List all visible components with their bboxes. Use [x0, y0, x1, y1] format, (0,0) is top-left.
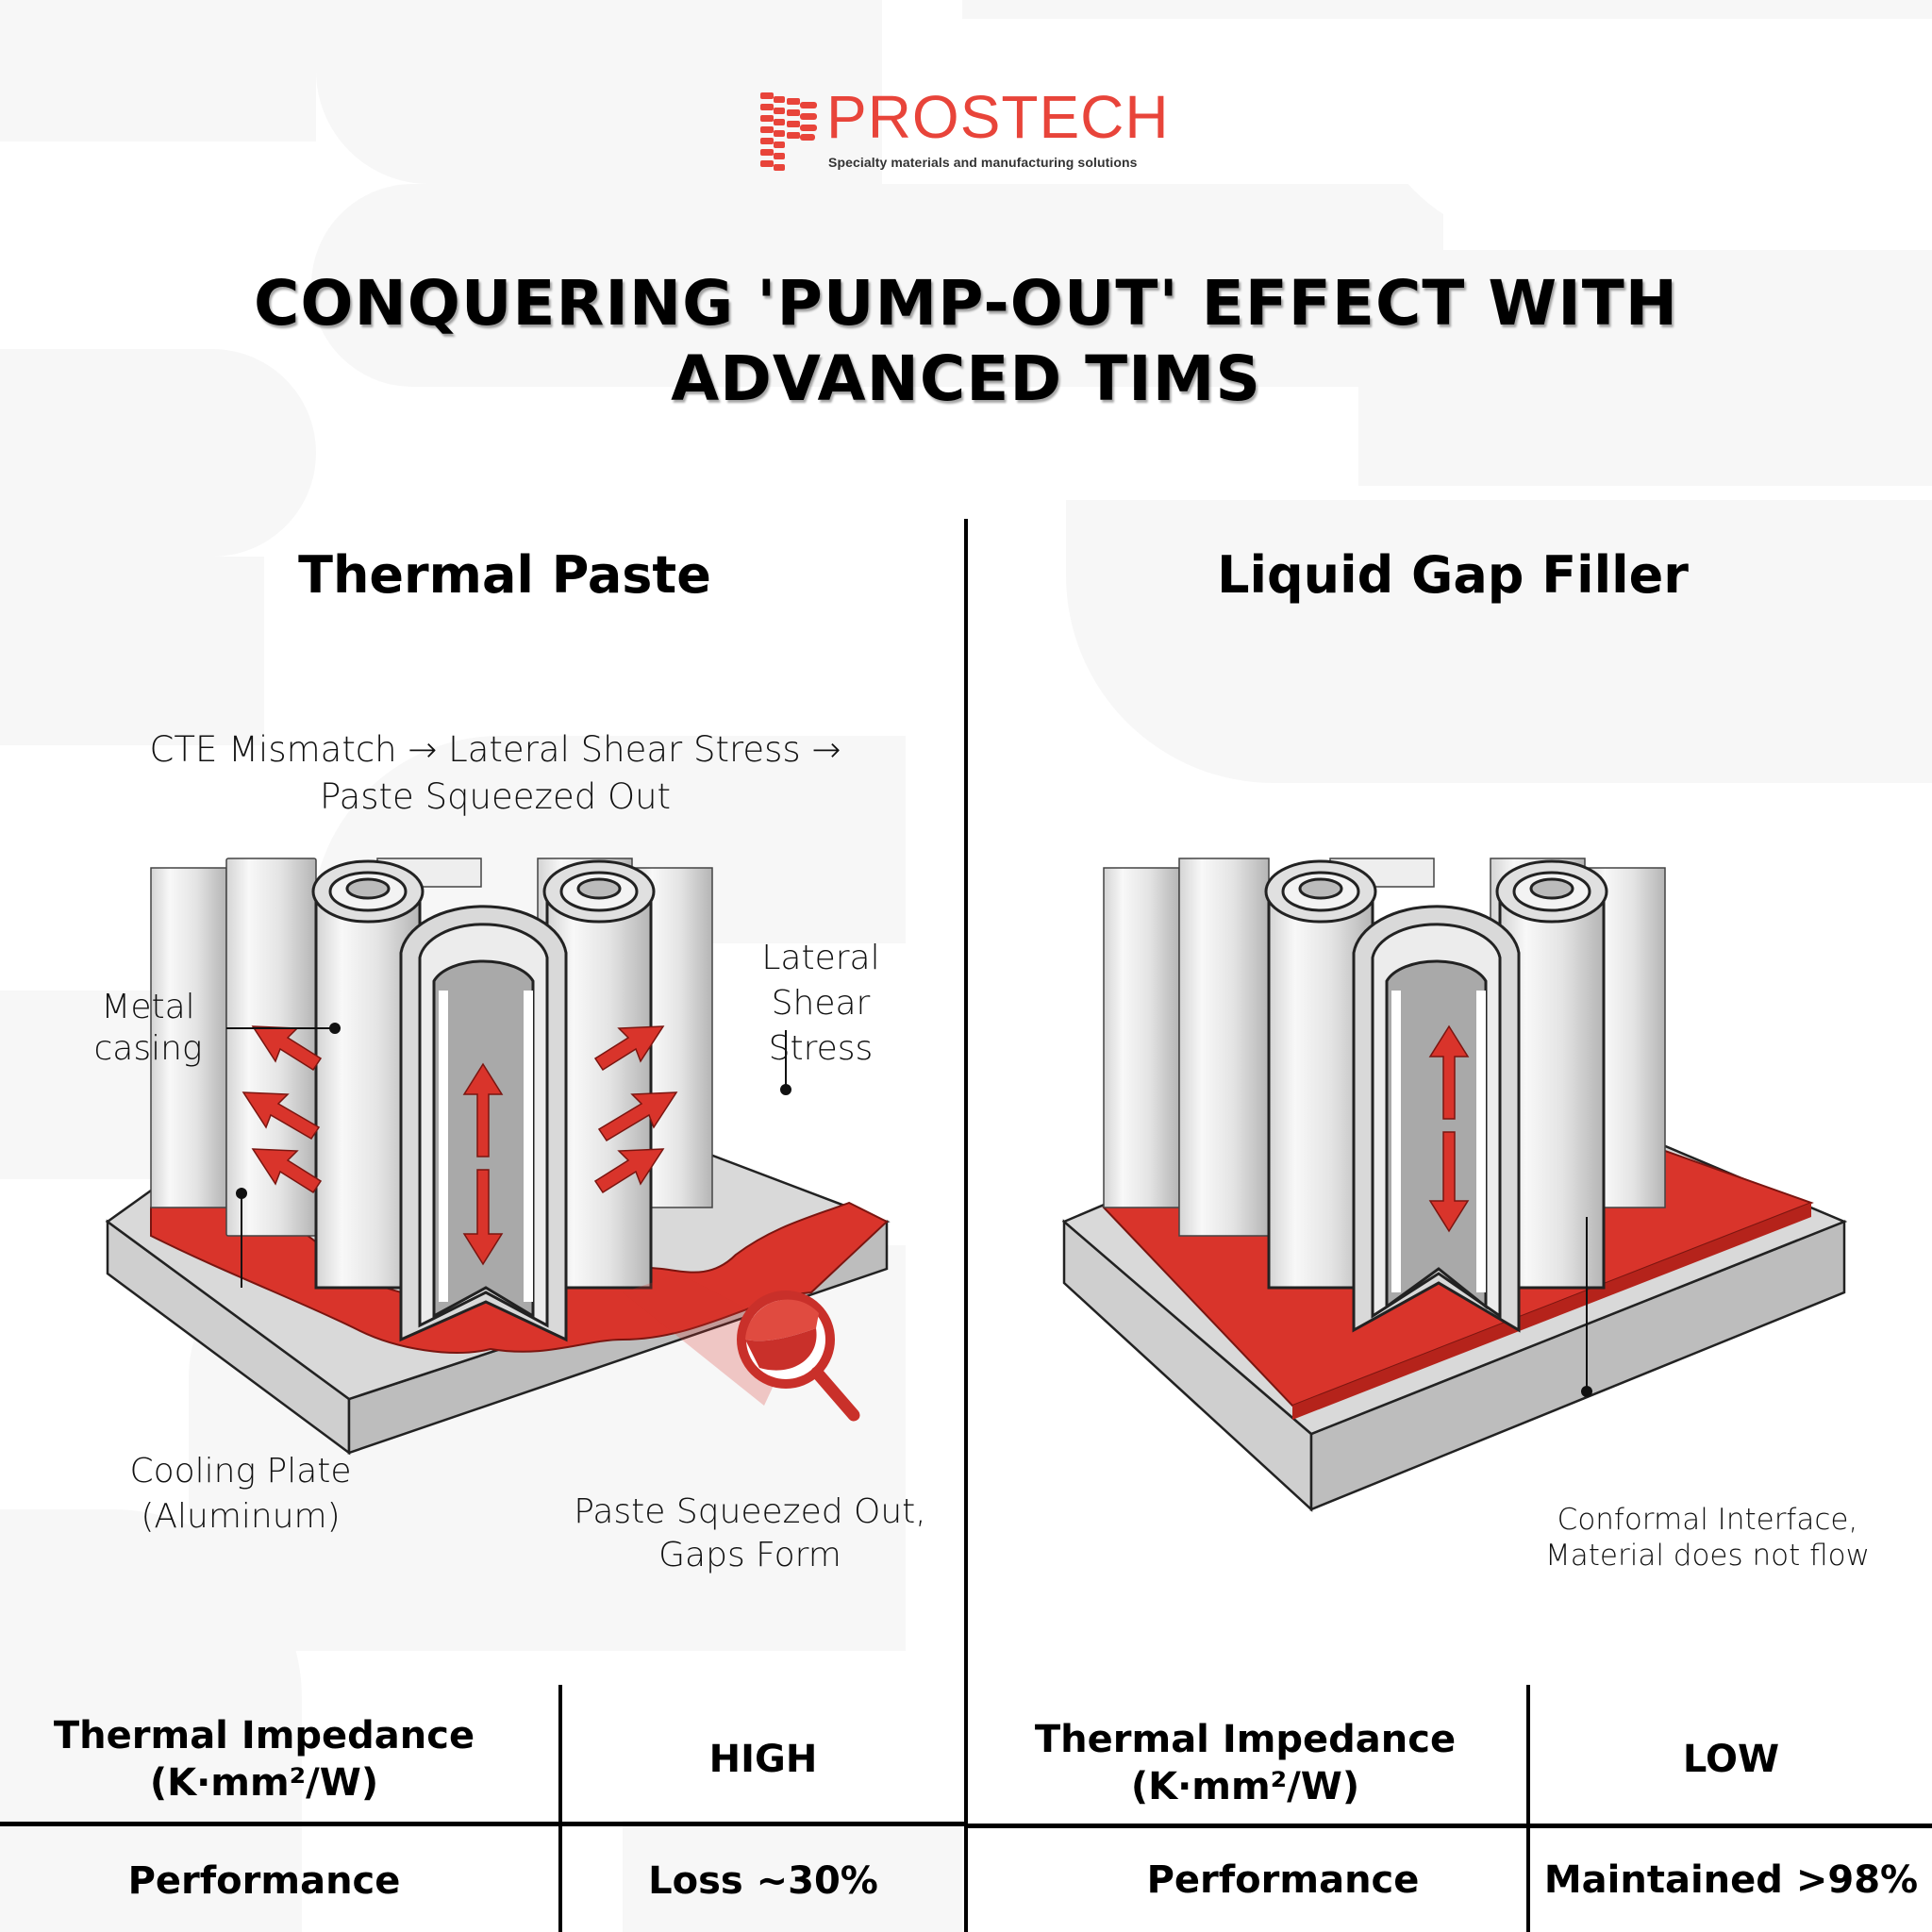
heading-thermal-paste: Thermal Paste [298, 545, 711, 605]
vertical-double-arrow-icon [462, 1062, 504, 1266]
label-paste-squeezed-out: Paste Squeezed Out, Gaps Form [547, 1491, 953, 1577]
label-line: Conformal Interface, [1557, 1503, 1858, 1537]
title-line-2: ADVANCED TIMS [671, 342, 1261, 415]
table-cell-value: HIGH [708, 1738, 818, 1781]
cte-mismatch-caption: CTE Mismatch → Lateral Shear Stress → Pa… [104, 726, 887, 821]
background-shape [1358, 19, 1932, 245]
table-cell-value: Loss ~30% [648, 1859, 878, 1903]
label-line: Lateral [761, 939, 880, 977]
background-shape [962, 0, 1932, 19]
background-shape [0, 1509, 302, 1932]
magnifying-glass-icon [737, 1291, 860, 1422]
cell-text: (K·mm²/W) [1130, 1765, 1360, 1808]
column-divider [964, 519, 968, 1932]
thermal-paste-illustration [105, 858, 891, 1456]
cell-text: Thermal Impedance [53, 1714, 475, 1757]
background-shape [1066, 500, 1932, 783]
table-row-label: Performance [1146, 1857, 1420, 1902]
background-shape [0, 557, 264, 745]
label-line: (Aluminum) [141, 1497, 341, 1536]
prostech-striped-p-icon [760, 92, 817, 171]
lateral-arrows-left-icon [242, 1025, 323, 1194]
table-cell-value: LOW [1682, 1738, 1780, 1781]
table-row-label: Thermal Impedance (K·mm²/W) [0, 1698, 528, 1821]
brand-tagline: Specialty materials and manufacturing so… [828, 155, 1138, 170]
table-row-label: Performance [127, 1859, 401, 1903]
label-line: Stress [768, 1029, 874, 1068]
label-conformal-interface: Conformal Interface, Material does not f… [1509, 1502, 1906, 1574]
label-line: Paste Squeezed Out, [574, 1492, 926, 1531]
cell-text: (K·mm²/W) [149, 1761, 379, 1805]
table-row-label: Thermal Impedance (K·mm²/W) [972, 1702, 1519, 1824]
background-shape [311, 184, 1443, 387]
brand-wordmark: PROSTECH [826, 83, 1170, 151]
page-title: CONQUERING 'PUMP-OUT' EFFECT WITH ADVANC… [0, 266, 1932, 417]
label-line: Metal [101, 988, 195, 1026]
background-shape [316, 0, 882, 184]
background-shape [623, 1821, 962, 1932]
label-lateral-shear-stress: Lateral Shear Stress [736, 936, 906, 1072]
label-line: Cooling Plate [129, 1452, 352, 1491]
liquid-gap-filler-illustration [1061, 858, 1848, 1512]
label-line: Gaps Form [658, 1536, 841, 1574]
label-line: Material does not flow [1545, 1539, 1870, 1573]
table-divider [966, 1824, 1932, 1828]
background-shape [0, 0, 316, 142]
label-line: Shear [771, 984, 871, 1023]
cell-text: Thermal Impedance [1034, 1718, 1457, 1761]
table-divider [1526, 1685, 1530, 1932]
caption-line-1: CTE Mismatch → Lateral Shear Stress → [149, 729, 841, 770]
prostech-logo: PROSTECH Specialty materials and manufac… [760, 87, 1169, 174]
lateral-arrows-right-icon [593, 1025, 678, 1194]
background-shape [1358, 250, 1932, 486]
heading-liquid-gap-filler: Liquid Gap Filler [1217, 545, 1689, 605]
cutaway-cell-icon [1352, 905, 1521, 1333]
table-divider [558, 1685, 562, 1932]
title-line-1: CONQUERING 'PUMP-OUT' EFFECT WITH [253, 267, 1679, 340]
table-cell-value: Maintained >98% [1543, 1857, 1919, 1902]
vertical-double-arrow-icon [1428, 1024, 1470, 1233]
caption-line-2: Paste Squeezed Out [319, 776, 672, 817]
background-shape [0, 349, 316, 557]
label-metal-casing: Metal casing [77, 987, 219, 1070]
label-cooling-plate: Cooling Plate (Aluminum) [94, 1449, 387, 1540]
table-divider [0, 1822, 966, 1826]
label-line: casing [93, 1029, 203, 1068]
